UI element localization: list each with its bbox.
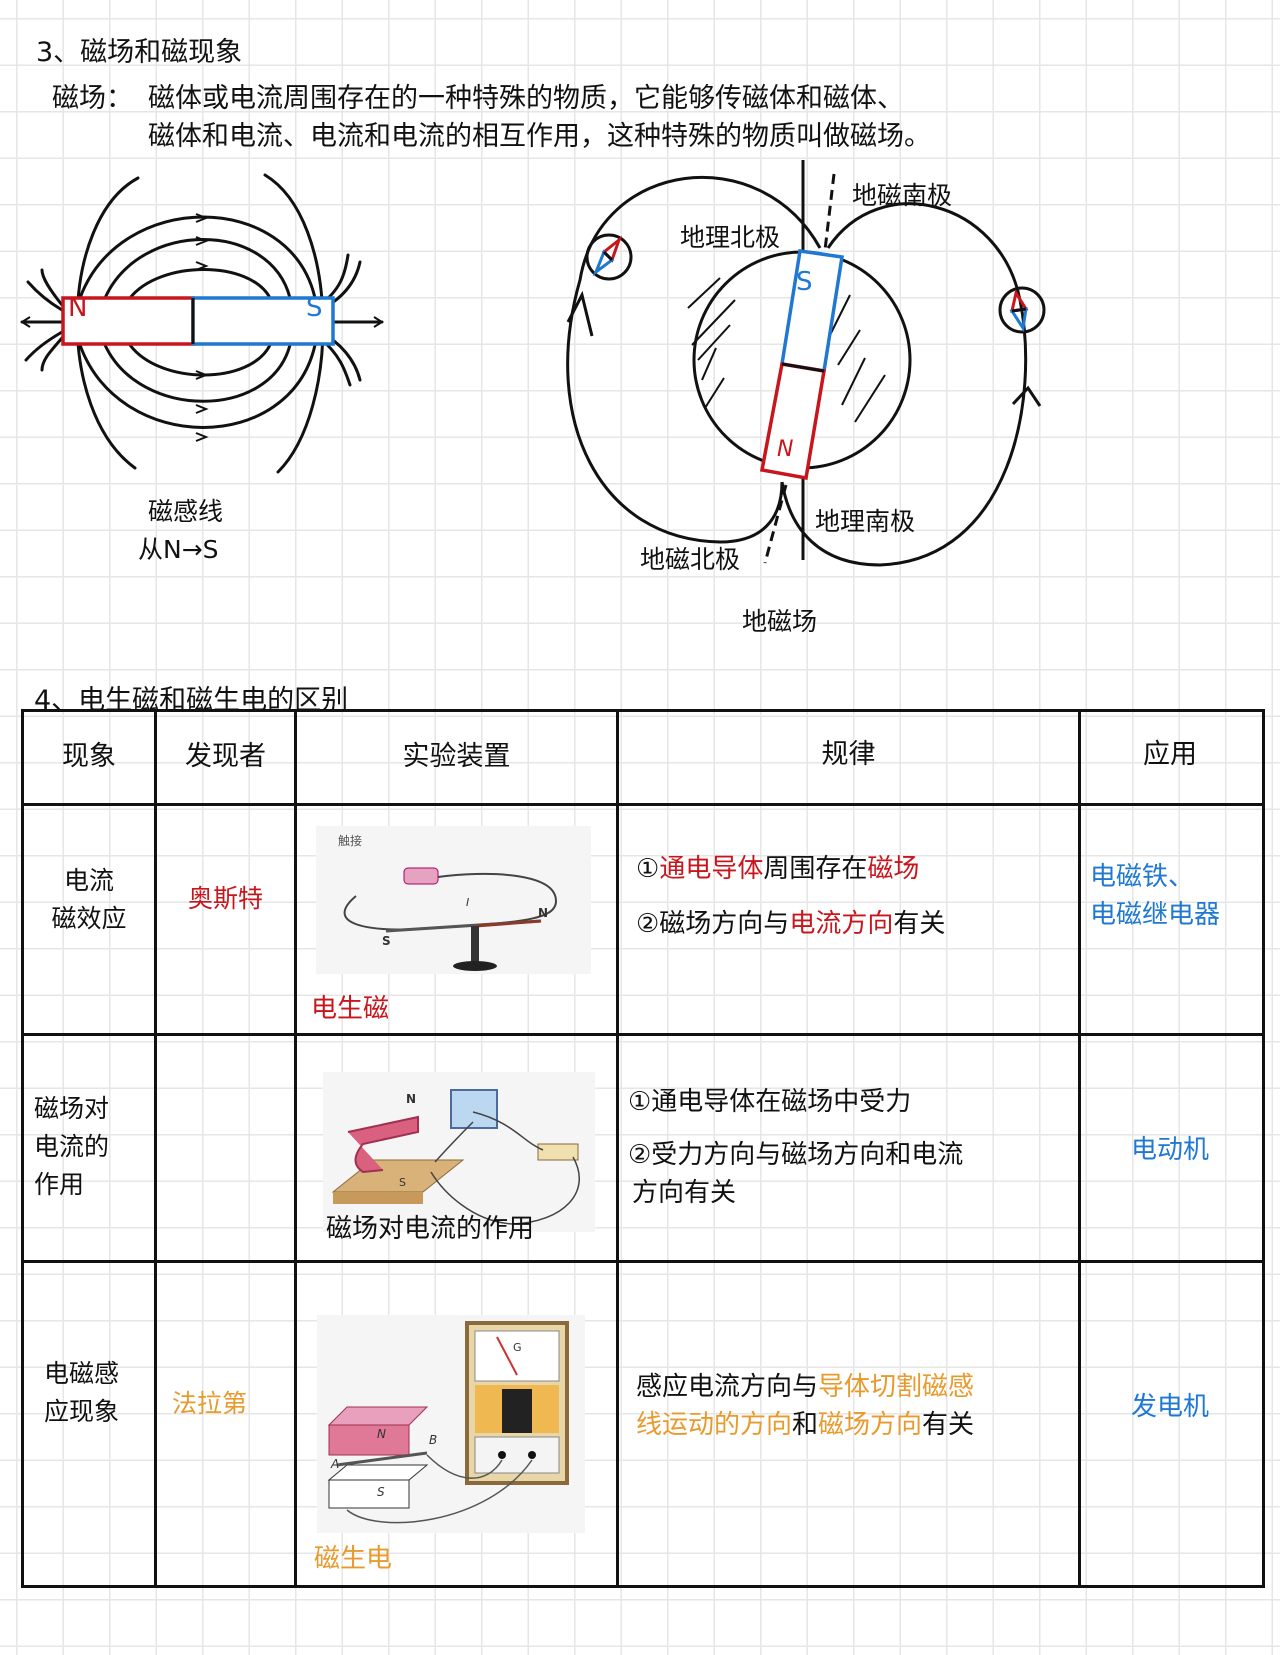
row1-discoverer: 奥斯特 <box>187 884 263 913</box>
table-row-divider <box>21 1260 1262 1263</box>
row2-law-1: ①通电导体在磁场中受力 <box>628 1087 912 1117</box>
highlight-text: 电流方向 <box>789 909 894 939</box>
row1-law-1: ①通电导体周围存在磁场 <box>636 850 919 888</box>
row3-discoverer: 法拉第 <box>172 1389 248 1418</box>
table-col-divider <box>616 709 619 1585</box>
conductor-end-a-label: A <box>331 1457 340 1471</box>
row3-law-line2: 线运动的方向和磁场方向有关 <box>636 1406 974 1444</box>
row3-phenomenon-line1: 电磁感 <box>44 1359 120 1388</box>
law-text: 有关 <box>922 1410 975 1440</box>
table-row-divider <box>21 1033 1262 1036</box>
bar-magnet-field-diagram <box>20 173 384 474</box>
definition-label: 磁场： <box>52 83 133 114</box>
definition-line-1: 磁体或电流周围存在的一种特殊的物质，它能够传磁体和磁体、 <box>148 83 904 114</box>
conductor-end-b-label: B <box>429 1433 438 1447</box>
earth-magnet-south-label: S <box>796 267 813 297</box>
touch-label: 触接 <box>338 834 363 848</box>
table-row-divider <box>21 803 1262 806</box>
header-application: 应用 <box>1143 739 1197 770</box>
row2-phenomenon-line1: 磁场对 <box>34 1094 110 1123</box>
magnet-north-label: N <box>406 1092 417 1106</box>
geomagnetic-south-label: 地磁南极 <box>852 181 953 210</box>
magnet-south-label: S <box>377 1485 385 1499</box>
row2-law-2-cont: 方向有关 <box>632 1178 737 1208</box>
oersted-experiment-image: 触接 I S N <box>316 826 591 974</box>
highlight-text: 导体切割磁感 <box>818 1372 975 1402</box>
comparison-table <box>21 709 1265 1588</box>
row1-phenomenon-line1: 电流 <box>63 866 114 895</box>
header-discoverer: 发现者 <box>185 741 266 772</box>
row1-application-line2: 电磁继电器 <box>1090 900 1221 930</box>
highlight-text: 磁场方向 <box>818 1410 923 1440</box>
row3-application: 发电机 <box>1130 1392 1209 1422</box>
needle-south-label: S <box>382 934 391 948</box>
bar-magnet-north-label: N <box>68 293 88 323</box>
row3-phenomenon-line2: 应现象 <box>44 1397 120 1426</box>
row2-application: 电动机 <box>1130 1135 1209 1165</box>
definition-line-2: 磁体和电流、电流和电流的相互作用，这种特殊的物质叫做磁场。 <box>148 121 931 152</box>
highlight-text: 线运动的方向 <box>636 1410 793 1440</box>
header-apparatus: 实验装置 <box>402 741 511 772</box>
highlight-text: 通电导体 <box>659 854 764 884</box>
geographic-south-label: 地理南极 <box>815 507 916 536</box>
row1-phenomenon-line2: 磁效应 <box>51 904 127 933</box>
law-text: ②磁场方向与 <box>636 909 790 939</box>
table-col-divider <box>1078 709 1081 1585</box>
magnet-north-label: N <box>377 1427 386 1441</box>
geomagnetic-north-label: 地磁北极 <box>640 545 741 574</box>
magnet-south-label: S <box>399 1176 406 1189</box>
header-phenomenon: 现象 <box>62 741 116 772</box>
highlight-text: 磁场 <box>867 854 920 884</box>
motor-principle-image: N S <box>323 1072 595 1232</box>
row2-phenomenon-line2: 电流的 <box>34 1132 110 1161</box>
earth-field-caption: 地磁场 <box>742 607 818 636</box>
current-label: I <box>466 896 470 909</box>
galvanometer-label: G <box>513 1341 522 1354</box>
faraday-induction-image: N S A B G <box>317 1315 585 1533</box>
law-text: 和 <box>792 1410 819 1440</box>
row1-law-2: ②磁场方向与电流方向有关 <box>636 905 945 943</box>
row1-apparatus-caption: 电生磁 <box>311 994 390 1024</box>
law-number: ① <box>636 854 660 884</box>
earth-magnet-north-label: N <box>777 437 794 462</box>
header-law: 规律 <box>821 739 876 770</box>
row2-law-2: ②受力方向与磁场方向和电流 <box>628 1140 964 1170</box>
needle-north-label: N <box>538 906 549 920</box>
earth-magnetic-field-diagram <box>566 160 1046 567</box>
row2-apparatus-caption: 磁场对电流的作用 <box>326 1214 535 1244</box>
row3-apparatus-caption: 磁生电 <box>314 1544 393 1574</box>
row1-application-line1: 电磁铁、 <box>1090 862 1195 892</box>
bar-magnet-south-label: S <box>306 293 323 323</box>
row3-law-line1: 感应电流方向与导体切割磁感 <box>636 1368 974 1406</box>
field-lines-caption: 磁感线 <box>148 497 224 526</box>
law-text: 周围存在 <box>763 854 868 884</box>
section-3-title: 3、磁场和磁现象 <box>36 37 243 68</box>
row2-phenomenon-line3: 作用 <box>34 1170 85 1199</box>
field-direction-caption: 从N→S <box>138 535 219 564</box>
table-col-divider <box>294 709 297 1585</box>
law-text: 有关 <box>893 909 946 939</box>
geographic-north-label: 地理北极 <box>680 223 781 252</box>
table-col-divider <box>154 709 157 1585</box>
law-text: 感应电流方向与 <box>636 1372 819 1402</box>
